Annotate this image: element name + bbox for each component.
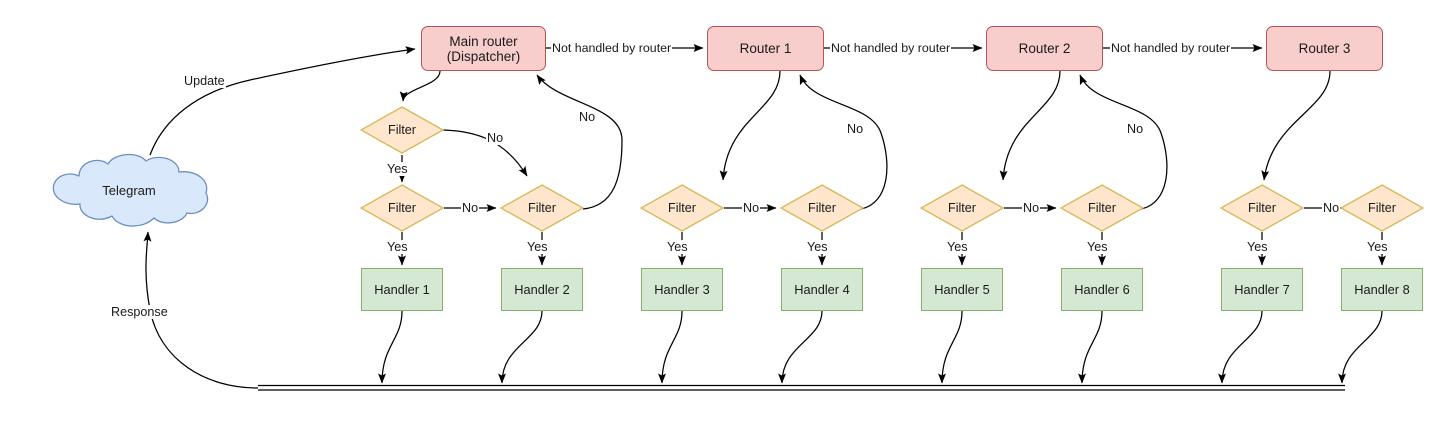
router-main-line2: (Dispatcher) — [446, 48, 521, 64]
filter-b1-label: Filter — [388, 201, 416, 215]
handler-7[interactable]: Handler 7 — [1221, 268, 1303, 311]
handler-8-label: Handler 8 — [1354, 282, 1410, 297]
edge-label-no-r1-mid: No — [742, 201, 761, 215]
handler-2[interactable]: Handler 2 — [501, 268, 583, 311]
edge-label-no-r2-return: No — [1126, 122, 1145, 136]
router-main-line1: Main router — [449, 33, 518, 49]
cloud-icon — [52, 153, 209, 227]
edge-response — [143, 231, 259, 389]
edge-r1-to-filter3 — [719, 70, 781, 181]
edge-f6-no-to-r2 — [1079, 74, 1168, 210]
edge-label-no-r2-mid: No — [1022, 201, 1041, 215]
edge-label-no-main-return: No — [578, 110, 597, 124]
handler-1-label: Handler 1 — [374, 282, 430, 297]
diamond-shape — [360, 184, 444, 232]
filter-a1-label: Filter — [388, 123, 416, 137]
handler-8[interactable]: Handler 8 — [1341, 268, 1423, 311]
handler-5[interactable]: Handler 5 — [921, 268, 1003, 311]
edge-f1-no-to-f2 — [442, 129, 528, 177]
handler-1[interactable]: Handler 1 — [361, 268, 443, 311]
router-2-label: Router 2 — [1018, 41, 1071, 56]
filter-b4-label: Filter — [808, 201, 836, 215]
edge-f2-no-to-main — [536, 74, 623, 210]
router-2[interactable]: Router 2 — [986, 26, 1103, 71]
diamond-shape — [1340, 184, 1424, 232]
edge-label-not-handled-3: Not handled by router — [1110, 41, 1232, 55]
telegram-label: Telegram — [102, 182, 156, 198]
edge-h2-bus — [498, 310, 543, 384]
diamond-shape — [1220, 184, 1304, 232]
handler-4[interactable]: Handler 4 — [781, 268, 863, 311]
router-3-label: Router 3 — [1298, 41, 1351, 56]
filter-b3-label: Filter — [668, 201, 696, 215]
edge-label-yes-8: Yes — [1246, 240, 1269, 254]
handler-6-label: Handler 6 — [1074, 282, 1130, 297]
router-main[interactable]: Main router (Dispatcher) — [421, 26, 546, 71]
filter-b7[interactable]: Filter — [1220, 184, 1304, 232]
edge-label-yes-4: Yes — [666, 240, 689, 254]
filter-b8-label: Filter — [1368, 201, 1396, 215]
filter-b5[interactable]: Filter — [920, 184, 1004, 232]
response-bus — [258, 384, 1345, 391]
filter-b1[interactable]: Filter — [360, 184, 444, 232]
edge-label-no-main-top: No — [486, 131, 505, 145]
edge-label-yes-3: Yes — [526, 240, 549, 254]
filter-a1[interactable]: Filter — [360, 106, 444, 154]
edge-label-no-r1-return: No — [846, 122, 865, 136]
edge-label-no-r3-mid: No — [1322, 201, 1341, 215]
edge-h5-bus — [938, 310, 963, 384]
edge-label-no-main-mid: No — [461, 201, 480, 215]
handler-3-label: Handler 3 — [654, 282, 710, 297]
edge-h3-bus — [658, 310, 683, 384]
filter-b6-label: Filter — [1088, 201, 1116, 215]
telegram-cloud[interactable]: Telegram — [46, 152, 212, 228]
edge-label-not-handled-1: Not handled by router — [551, 41, 673, 55]
edge-update — [149, 46, 416, 156]
diamond-shape — [640, 184, 724, 232]
edge-f4-no-to-r1 — [799, 74, 888, 210]
filter-b5-label: Filter — [948, 201, 976, 215]
filter-b4[interactable]: Filter — [780, 184, 864, 232]
edge-label-yes-5: Yes — [806, 240, 829, 254]
edge-label-response: Response — [110, 305, 169, 319]
edge-label-not-handled-2: Not handled by router — [830, 41, 952, 55]
diamond-shape — [780, 184, 864, 232]
handler-6[interactable]: Handler 6 — [1061, 268, 1143, 311]
router-1[interactable]: Router 1 — [707, 26, 824, 71]
router-3[interactable]: Router 3 — [1266, 26, 1383, 71]
filter-b7-label: Filter — [1248, 201, 1276, 215]
edge-h8-bus — [1338, 310, 1383, 384]
router-1-label: Router 1 — [739, 41, 792, 56]
diamond-shape — [1060, 184, 1144, 232]
edge-label-yes-6: Yes — [946, 240, 969, 254]
edge-label-yes-2: Yes — [386, 240, 409, 254]
filter-b8[interactable]: Filter — [1340, 184, 1424, 232]
edge-h7-bus — [1218, 310, 1263, 384]
edge-h6-bus — [1078, 310, 1103, 384]
handler-7-label: Handler 7 — [1234, 282, 1290, 297]
diamond-shape — [500, 184, 584, 232]
filter-b2-label: Filter — [528, 201, 556, 215]
edge-r3-to-filter7 — [1261, 70, 1331, 181]
diamond-shape — [360, 106, 444, 154]
handler-2-label: Handler 2 — [514, 282, 570, 297]
diamond-shape — [920, 184, 1004, 232]
edge-h4-bus — [778, 310, 823, 384]
handler-3[interactable]: Handler 3 — [641, 268, 723, 311]
edge-h1-bus — [378, 310, 403, 384]
filter-b6[interactable]: Filter — [1060, 184, 1144, 232]
filter-b3[interactable]: Filter — [640, 184, 724, 232]
edge-label-update: Update — [183, 74, 226, 88]
handler-4-label: Handler 4 — [794, 282, 850, 297]
edge-label-yes-1: Yes — [386, 162, 409, 176]
handler-5-label: Handler 5 — [934, 282, 990, 297]
edge-main-to-filter1 — [399, 70, 441, 102]
edge-label-yes-9: Yes — [1366, 240, 1389, 254]
edge-label-yes-7: Yes — [1086, 240, 1109, 254]
filter-b2[interactable]: Filter — [500, 184, 584, 232]
edge-r2-to-filter5 — [999, 70, 1061, 181]
